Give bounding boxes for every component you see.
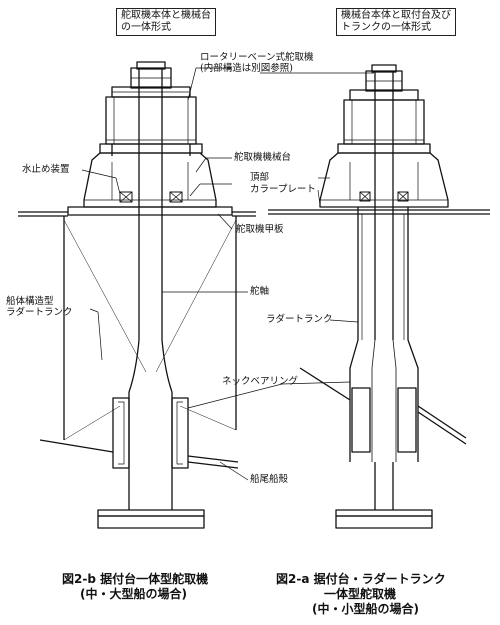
rudder-stock-label: 舵軸 [250,286,270,297]
right-header-label: 機械台本体と取付台及び トランクの一体形式 [336,8,456,36]
rotary-vane-label: ロータリーベーン式舵取機 (内部構造は別図参照) [200,52,314,74]
left-steering-gear [18,61,256,529]
right-header-line2: トランクの一体形式 [341,22,431,33]
steering-machine-base-label: 舵取機機械台 [234,152,292,163]
collar-plate-label: カラープレート [250,184,316,195]
left-header-label: 舵取機本体と機械台 の一体形式 [116,8,216,36]
water-seal-label: 水止め装置 [22,164,70,175]
hull-trunk-label: 船体構造型 ラダートランク [6,296,73,318]
right-caption-line2: 一体型舵取機 [324,587,397,601]
right-caption: 図2-a 据付台・ラダートランク 一体型舵取機 (中・小型船の場合) [276,572,446,617]
leader-lines [81,67,374,481]
left-caption-line1: 図2-b 据付台一体型舵取機 [62,572,209,586]
left-caption-line2: (中・大型船の場合) [80,587,187,601]
hull-trunk-line2: ラダートランク [6,307,73,318]
rotary-vane-line2: (内部構造は別図参照) [200,63,293,74]
left-header-line2: の一体形式 [121,22,171,33]
left-caption: 図2-b 据付台一体型舵取機 (中・大型船の場合) [62,572,208,602]
stern-shell-label: 船尾船殻 [250,474,289,485]
hull-trunk-line1: 船体構造型 [6,296,54,307]
right-steering-gear [268,64,490,529]
neck-bearing-label: ネックベアリング [222,376,299,387]
right-header-line1: 機械台本体と取付台及び [341,10,451,21]
rudder-trunk-label: ラダートランク [266,314,333,325]
rotary-vane-line1: ロータリーベーン式舵取機 [200,52,314,63]
right-caption-line1: 図2-a 据付台・ラダートランク [276,572,446,586]
top-label: 頂部 [250,172,270,183]
left-header-line1: 舵取機本体と機械台 [121,10,211,21]
steering-deck-label: 舵取機甲板 [236,224,284,235]
right-caption-line3: (中・小型船の場合) [312,602,419,616]
